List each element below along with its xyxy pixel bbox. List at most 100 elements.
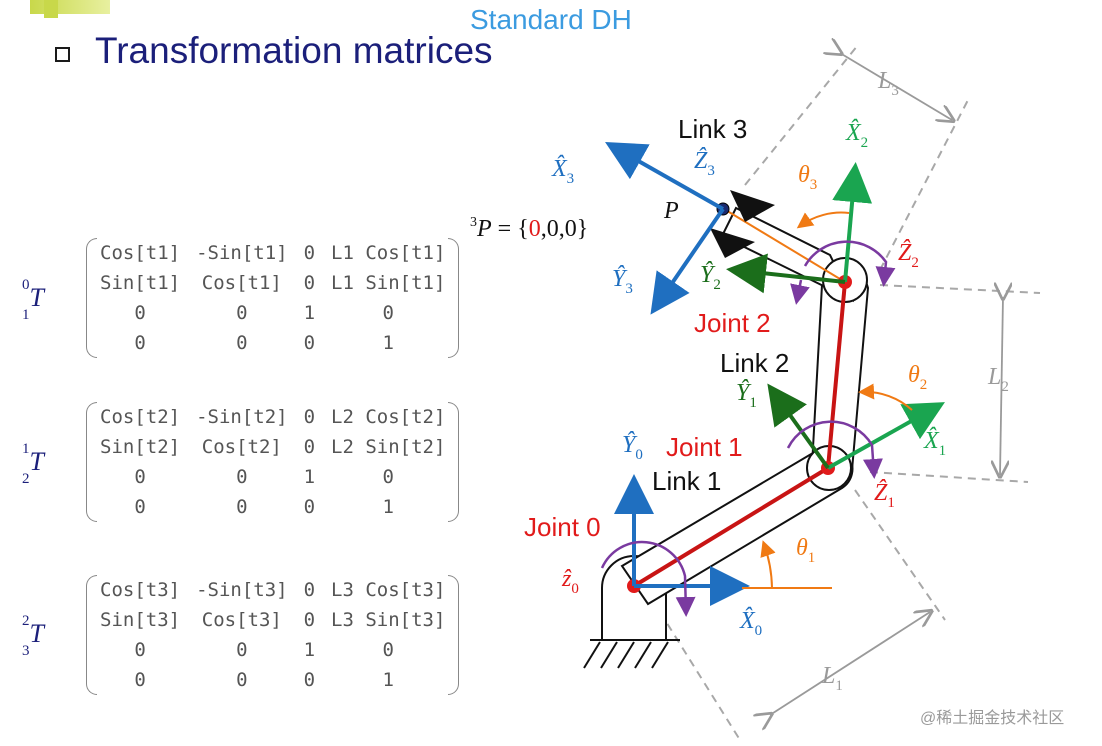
- matrix-cell: 0: [236, 639, 248, 661]
- transform-matrix-2-3: Cos[t3] -Sin[t3] 0 L3 Cos[t3] Sin[t3] Cos[t3]…: [86, 575, 460, 695]
- matrix-cell: 0: [303, 406, 316, 428]
- frame-2-axes: [726, 162, 873, 294]
- matrix-cell: 0: [134, 332, 146, 354]
- matrix-row: 0 0 1 0: [92, 635, 453, 665]
- link3-centerline: [723, 208, 846, 283]
- matrix-label-1-2: 1 2 T: [22, 441, 44, 487]
- matrix-cell: 0: [303, 436, 316, 458]
- matrix-cell: 0: [382, 639, 394, 661]
- axis-x2: X̂2: [845, 119, 868, 151]
- angle-theta1: θ1: [796, 535, 815, 566]
- matrix-cell: Sin[t2]: [100, 436, 181, 458]
- matrix-cell: 0: [382, 466, 394, 488]
- matrix-cell: -Sin[t3]: [196, 579, 288, 601]
- z-rotation-arcs: [600, 240, 896, 617]
- matrix-cell: 1: [382, 496, 394, 518]
- matrix-cell: 0: [303, 242, 316, 264]
- matrix-cell: Cos[t1]: [201, 272, 282, 294]
- matrix-cell: 0: [303, 332, 316, 354]
- link-centerlines: [632, 281, 847, 588]
- corner-notch: [44, 0, 58, 18]
- axis-y0: Ŷ0: [622, 432, 643, 463]
- matrix-cell: L3 Cos[t3]: [331, 579, 446, 601]
- matrix-cell: 0: [134, 639, 146, 661]
- angle-theta2: θ2: [908, 362, 927, 393]
- slide-subtitle: Standard DH: [470, 4, 632, 35]
- dimension-guides: [659, 44, 1041, 741]
- matrix-cell: 0: [303, 609, 316, 631]
- matrix-cell: 1: [382, 669, 394, 691]
- matrix-cell: 0: [303, 579, 316, 601]
- matrix-cell: 0: [134, 466, 146, 488]
- length-l1: L1: [821, 663, 843, 694]
- matrix-cell: L1 Cos[t1]: [331, 242, 446, 264]
- matrix-cell: 0: [382, 302, 394, 324]
- matrix-cell: 1: [303, 466, 316, 488]
- matrix-cell: 1: [303, 302, 316, 324]
- matrix-cell: 0: [134, 669, 146, 691]
- frame-1-axes: [767, 383, 945, 470]
- axis-y1: Ŷ1: [736, 380, 757, 411]
- axis-x3: X̂3: [551, 155, 574, 187]
- matrix-cell: L2 Sin[t2]: [331, 436, 446, 458]
- frame-0-axes: [614, 474, 750, 606]
- joint2-label: Joint 2: [694, 308, 771, 338]
- joint0-label: Joint 0: [524, 512, 601, 542]
- matrix-row: Sin[t3] Cos[t3] 0 L3 Sin[t3]: [92, 605, 453, 635]
- label-base: T: [29, 446, 44, 476]
- frame-3-axes: [605, 142, 725, 315]
- matrix-cell: Cos[t2]: [201, 436, 282, 458]
- axis-z2: Ẑ2: [898, 240, 919, 271]
- matrix-cell: Cos[t3]: [201, 609, 282, 631]
- matrix-table: Cos[t3] -Sin[t3] 0 L3 Cos[t3] Sin[t3] Cos[t3]…: [92, 575, 453, 695]
- angle-arcs: [760, 211, 913, 589]
- label-sub: 1: [22, 306, 30, 323]
- matrix-cell: Sin[t3]: [100, 609, 181, 631]
- axis-x1: X̂1: [923, 427, 946, 459]
- axis-z0: ẑ0: [561, 566, 579, 597]
- joint1-label: Joint 1: [666, 432, 743, 462]
- matrix-cell: 0: [303, 272, 316, 294]
- watermark: @稀土掘金技术社区: [920, 710, 1065, 727]
- length-l2: L2: [987, 364, 1009, 395]
- axis-y3: Ŷ3: [612, 266, 633, 297]
- matrix-cell: 0: [303, 496, 316, 518]
- matrix-label-2-3: 2 3 T: [22, 613, 44, 659]
- link2-label: Link 2: [720, 348, 789, 378]
- axis-y2: Ŷ2: [700, 262, 721, 293]
- matrix-cell: Cos[t2]: [100, 406, 181, 428]
- matrix-label-0-1: 0 1 T: [22, 277, 44, 323]
- label-super: 2: [22, 613, 30, 629]
- label-sub: 2: [22, 470, 30, 487]
- dimension-arrows: [770, 53, 1003, 715]
- matrix-cell: -Sin[t2]: [196, 406, 288, 428]
- label-base: T: [29, 618, 44, 648]
- matrix-cell: -Sin[t1]: [196, 242, 288, 264]
- label-sub: 3: [22, 642, 30, 659]
- label-super: 0: [22, 277, 30, 293]
- matrix-cell: 0: [303, 669, 316, 691]
- length-l3: L3: [877, 68, 899, 99]
- angle-theta3: θ3: [798, 162, 817, 193]
- matrix-cell: 0: [236, 302, 248, 324]
- matrix-cell: 1: [382, 332, 394, 354]
- matrix-cell: Sin[t1]: [100, 272, 181, 294]
- axis-z1: Ẑ1: [874, 480, 895, 511]
- label-super: 1: [22, 441, 30, 457]
- matrix-cell: 1: [303, 639, 316, 661]
- matrix-cell: 0: [236, 332, 248, 354]
- matrix-cell: L3 Sin[t3]: [331, 609, 446, 631]
- matrix-row: Sin[t2] Cos[t2] 0 L2 Sin[t2]: [92, 432, 453, 462]
- matrix-row: 0 0 0 1: [92, 328, 453, 358]
